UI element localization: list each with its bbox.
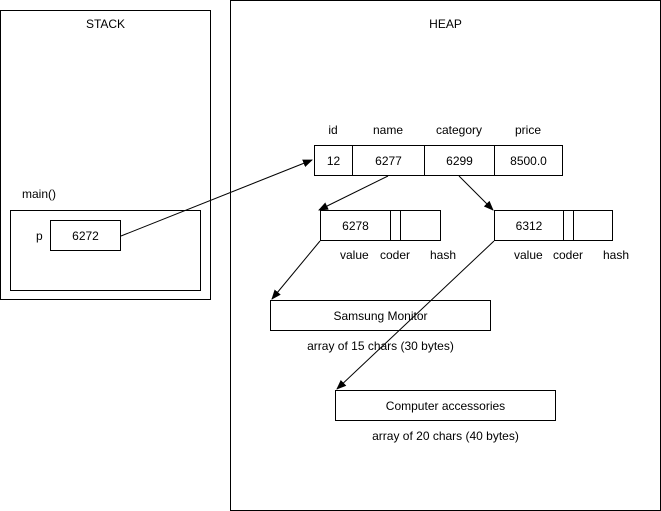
var-p-label: p — [36, 229, 43, 243]
arrow-string-category-to-array — [336, 240, 495, 390]
array-name-caption: array of 15 chars (30 bytes) — [307, 339, 454, 353]
string-name-field-coder: coder — [380, 248, 411, 262]
product-cell-category: 6299 — [425, 146, 495, 175]
product-value-price: 8500.0 — [510, 153, 547, 168]
product-field-category: category — [435, 123, 483, 137]
product-field-id: id — [328, 123, 338, 137]
string-name-value: 6278 — [342, 218, 369, 233]
string-name-object: 6278 — [320, 210, 441, 241]
arrow-p-to-product — [120, 159, 313, 237]
product-value-id: 12 — [326, 153, 341, 168]
stack-title: STACK — [85, 17, 126, 31]
var-p-box: 6272 — [50, 220, 121, 251]
product-cell-id: 12 — [315, 146, 353, 175]
product-object: 12 6277 6299 8500.0 — [314, 145, 563, 176]
string-category-object: 6312 — [494, 210, 613, 241]
array-category-box: Computer accessories — [335, 390, 556, 421]
arrow-name-to-string — [318, 175, 389, 211]
string-category-value: 6312 — [515, 218, 543, 233]
heap-title: HEAP — [429, 17, 462, 31]
arrow-string-name-to-array — [271, 240, 321, 300]
string-category-coder-cell — [564, 211, 574, 240]
string-name-field-value: value — [340, 248, 369, 262]
arrow-category-to-string — [458, 175, 494, 211]
array-name-text: Samsung Monitor — [333, 309, 428, 323]
array-category-text: Computer accessories — [385, 399, 506, 413]
string-name-coder-cell — [391, 211, 401, 240]
product-cell-name: 6277 — [353, 146, 425, 175]
product-cell-price: 8500.0 — [495, 146, 562, 175]
string-category-field-value: value — [514, 248, 543, 262]
array-category-caption: array of 20 chars (40 bytes) — [372, 429, 519, 443]
product-value-category: 6299 — [446, 153, 473, 168]
string-category-field-coder: coder — [553, 248, 584, 262]
string-category-value-cell: 6312 — [495, 211, 564, 240]
string-name-value-cell: 6278 — [321, 211, 391, 240]
var-p-value: 6272 — [72, 229, 99, 243]
product-value-name: 6277 — [375, 153, 402, 168]
stack-frame-label: main() — [22, 187, 57, 201]
product-field-name: name — [372, 123, 404, 137]
array-name-box: Samsung Monitor — [270, 300, 491, 331]
string-name-field-hash: hash — [430, 248, 457, 262]
string-category-field-hash: hash — [603, 248, 630, 262]
product-field-price: price — [514, 123, 541, 137]
